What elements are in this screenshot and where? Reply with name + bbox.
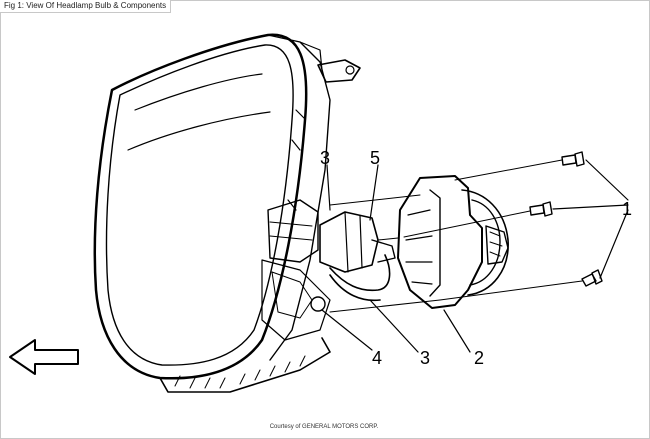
screw-top (561, 151, 585, 167)
screws (529, 151, 603, 287)
bulb-cover (397, 175, 509, 309)
callout-2: 2 (474, 348, 484, 368)
bulb-socket-area (261, 199, 331, 341)
figure-caption: Fig 1: View Of Headlamp Bulb & Component… (0, 0, 172, 13)
callout-3-lower: 3 (420, 348, 430, 368)
screw-bottom (581, 269, 603, 287)
assembly-guide-lines (329, 159, 583, 313)
leader-lines (321, 159, 629, 353)
screw-middle (529, 201, 553, 217)
bulb-connector (319, 211, 396, 273)
callout-5: 5 (370, 148, 380, 168)
callout-3-upper: 3 (320, 148, 330, 168)
figure-credit: Courtesy of GENERAL MOTORS CORP. (269, 424, 379, 430)
arrow-left-icon (9, 339, 79, 375)
callout-4: 4 (372, 348, 382, 368)
wiring-harness (329, 254, 391, 302)
headlamp-base (159, 337, 331, 393)
headlamp-housing (93, 33, 361, 380)
callout-1: 1 (622, 199, 632, 219)
